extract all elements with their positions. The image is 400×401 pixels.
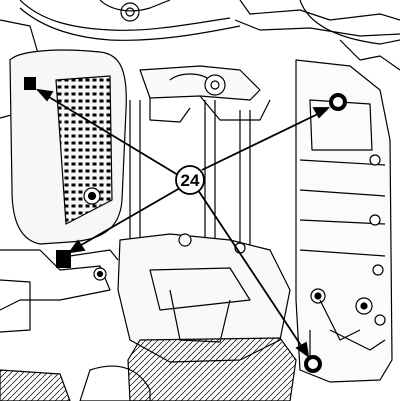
arrowhead-upper-right [312, 107, 331, 119]
target-marker-upper-left [24, 77, 36, 90]
callout-label: 24 [181, 171, 200, 190]
arrowhead-mid-left [68, 239, 86, 254]
target-marker-mid-left [56, 250, 71, 268]
arrow-to-upper-right [201, 111, 323, 171]
arrowhead-lower-right [295, 341, 310, 358]
callout-circle [175, 165, 205, 195]
target-marker-lower-right [304, 355, 322, 373]
callout-bubble: 24 [175, 165, 205, 195]
arrowhead-upper-left [35, 88, 54, 102]
callout-arrows [35, 88, 331, 358]
arrow-to-upper-left [43, 93, 179, 176]
arrow-to-mid-left [75, 187, 181, 249]
arrow-to-lower-right [197, 189, 305, 351]
callout-target-markers [24, 77, 347, 373]
target-marker-upper-right [329, 93, 347, 111]
